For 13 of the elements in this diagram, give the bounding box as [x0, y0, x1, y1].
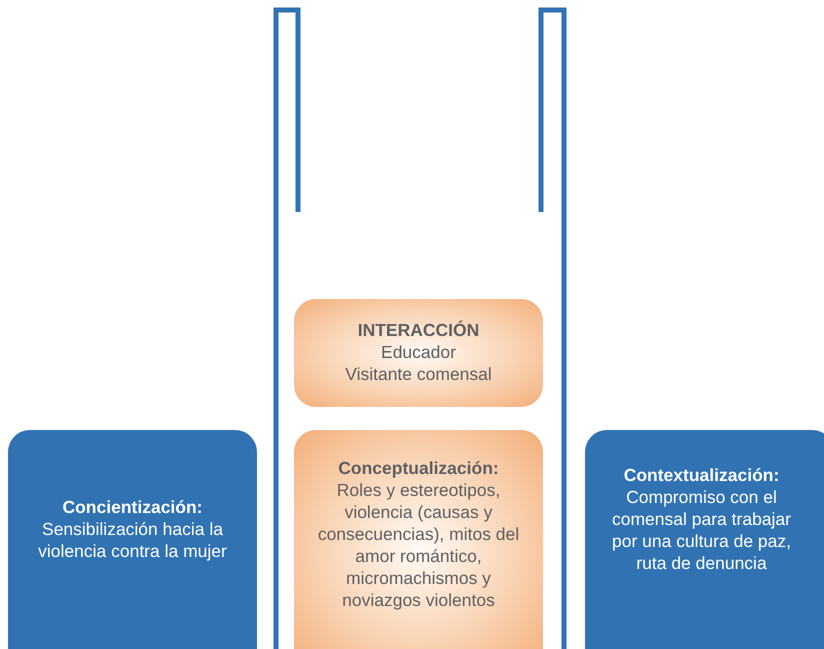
box-text: Roles y estereotipos, violencia (causas y consecuencias), mitos del amor romántico, micromachismos y noviazgos violentos: [316, 480, 520, 612]
process-box: [294, 430, 543, 649]
box-heading: Contextualización:: [624, 465, 780, 488]
process-box: [294, 299, 543, 407]
stage-box: [585, 430, 824, 649]
stage-box: [8, 430, 257, 649]
box-heading: Conceptualización:: [338, 458, 499, 480]
box-text: Sensibilización hacia la violencia contra la mujer: [37, 519, 228, 563]
box-heading: INTERACCIÓN: [358, 320, 480, 342]
box-heading: Concientización:: [62, 497, 202, 520]
box-text: Visitante comensal: [345, 364, 492, 386]
box-text: Compromiso con el comensal para trabajar por una cultura de paz, ruta de denuncia: [610, 487, 792, 575]
box-text: Educador: [381, 342, 456, 364]
